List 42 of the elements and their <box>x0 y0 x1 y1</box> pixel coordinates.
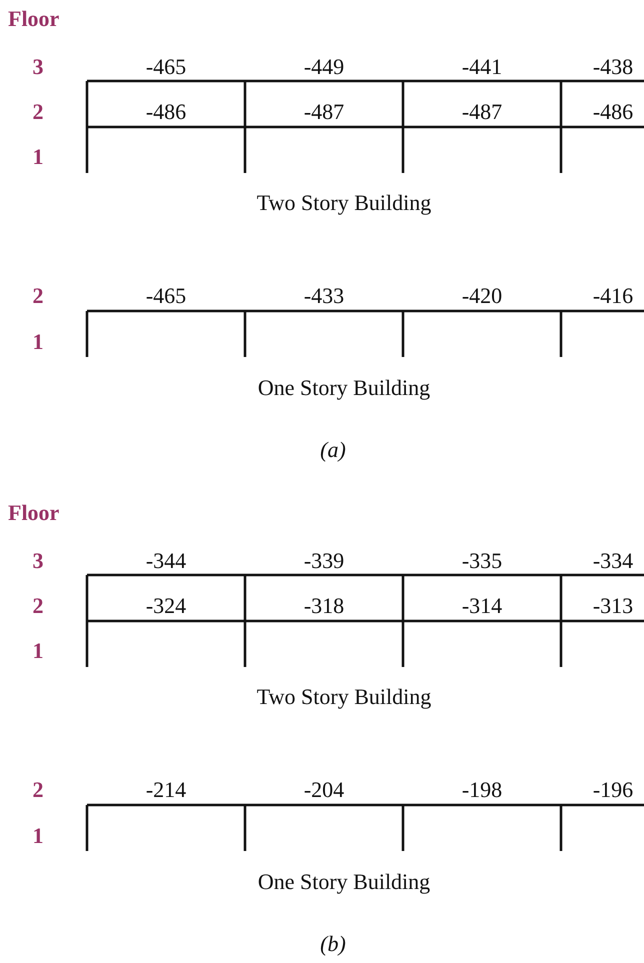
floor-number: 3 <box>32 550 44 572</box>
load-value: -339 <box>304 550 344 572</box>
floor-number: 1 <box>32 640 44 662</box>
load-value: -465 <box>146 285 186 307</box>
load-value: -465 <box>146 56 186 78</box>
panel-caption: (a) <box>320 439 346 461</box>
building-caption: Two Story Building <box>256 192 432 214</box>
load-value: -313 <box>592 595 634 617</box>
load-value: -433 <box>304 285 344 307</box>
building-caption: One Story Building <box>258 377 430 399</box>
floor-number: 2 <box>32 779 44 801</box>
floor-number: 1 <box>32 146 44 168</box>
floor-heading: Floor <box>8 502 60 524</box>
load-value: -438 <box>592 56 634 78</box>
load-value: -318 <box>304 595 344 617</box>
load-value: -314 <box>462 595 502 617</box>
floor-number: 3 <box>32 56 44 78</box>
load-value: -416 <box>592 285 634 307</box>
load-value: -486 <box>592 101 634 123</box>
floor-number: 2 <box>32 285 44 307</box>
load-value: -486 <box>146 101 186 123</box>
floor-number: 1 <box>32 331 44 353</box>
building-caption: One Story Building <box>258 871 430 893</box>
load-value: -335 <box>462 550 502 572</box>
load-value: -441 <box>462 56 502 78</box>
load-value: -204 <box>304 779 344 801</box>
building-caption: Two Story Building <box>256 686 432 708</box>
load-value: -198 <box>462 779 502 801</box>
floor-number: 2 <box>32 595 44 617</box>
load-value: -196 <box>592 779 634 801</box>
load-value: -214 <box>146 779 186 801</box>
load-value: -420 <box>462 285 502 307</box>
panel-caption: (b) <box>320 933 346 955</box>
load-value: -334 <box>592 550 634 572</box>
load-value: -449 <box>304 56 344 78</box>
floor-number: 1 <box>32 825 44 847</box>
load-value: -487 <box>304 101 344 123</box>
floor-heading: Floor <box>8 8 60 30</box>
load-value: -344 <box>146 550 186 572</box>
load-value: -324 <box>146 595 186 617</box>
floor-number: 2 <box>32 101 44 123</box>
load-value: -487 <box>462 101 502 123</box>
